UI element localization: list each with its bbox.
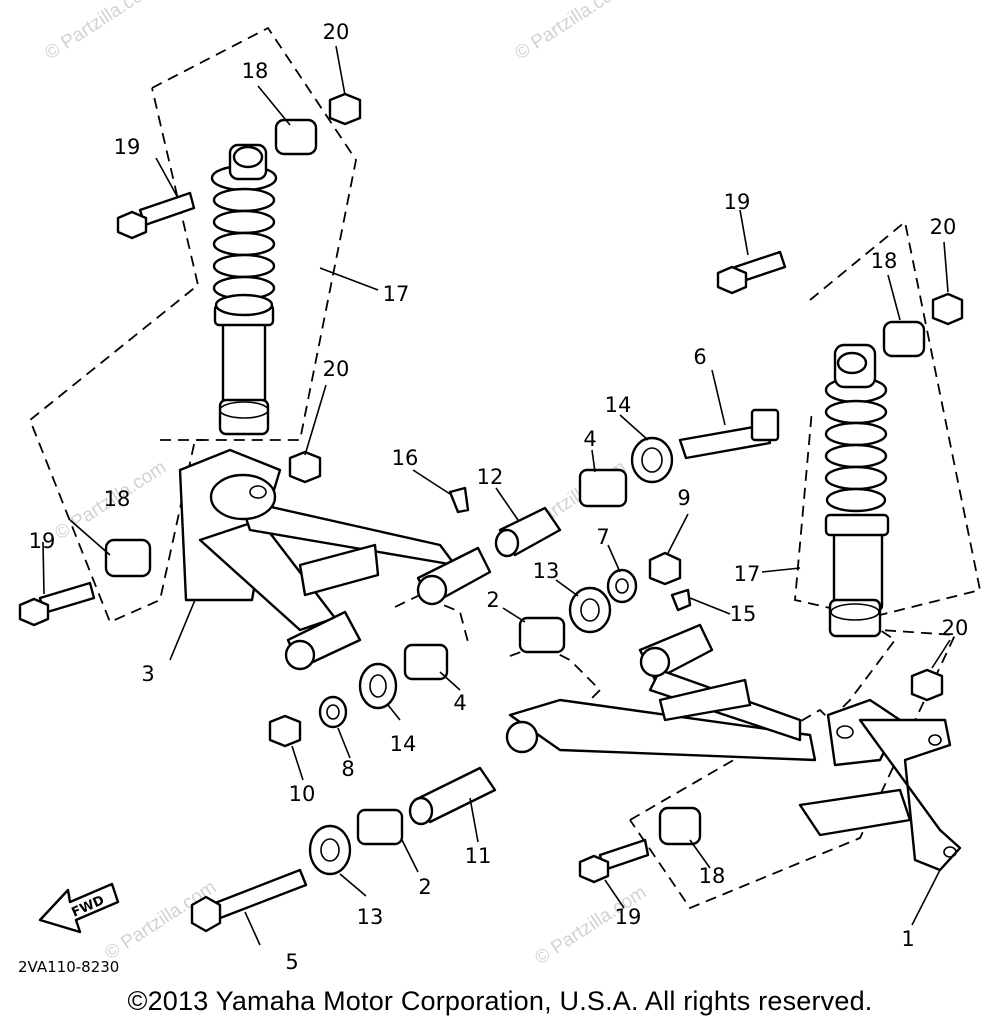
callout-4: 4 (583, 427, 596, 451)
callout-3: 3 (141, 662, 154, 686)
callout-11: 11 (465, 844, 492, 868)
callout-19: 19 (615, 905, 642, 929)
callout-14: 14 (390, 732, 417, 756)
assembly-outlines (28, 26, 982, 910)
right-shock-outline (794, 220, 982, 621)
callout-5: 5 (285, 950, 298, 974)
callout-9: 9 (677, 486, 690, 510)
lower-right-outline (629, 628, 957, 910)
callout-6: 6 (693, 345, 706, 369)
left-shock-absorber (210, 143, 278, 436)
callout-19: 19 (724, 190, 751, 214)
watermark-text: © Partzilla.com (41, 0, 160, 64)
callout-13: 13 (357, 905, 384, 929)
callout-20: 20 (942, 616, 969, 640)
nut-20-top-left (328, 92, 362, 126)
callout-1: 1 (901, 927, 914, 951)
diagram-code: 2VA110-8230 (18, 958, 119, 976)
right-a-arm (505, 623, 962, 872)
leader-lines (42, 45, 951, 946)
callout-19: 19 (114, 135, 141, 159)
callout-12: 12 (477, 465, 504, 489)
callout-13: 13 (533, 559, 560, 583)
callouts: 1 2 2 3 4 4 5 6 7 8 9 10 11 12 13 13 14 … (29, 20, 969, 974)
callout-20: 20 (323, 357, 350, 381)
small-parts (18, 92, 964, 933)
callout-7: 7 (596, 525, 609, 549)
watermark-text: © Partzilla.com (511, 0, 630, 64)
callout-18: 18 (871, 249, 898, 273)
callout-17: 17 (383, 282, 410, 306)
callout-18: 18 (242, 59, 269, 83)
parts-diagram: © Partzilla.com © Partzilla.com © Partzi… (18, 0, 982, 976)
copyright-notice: ©2013 Yamaha Motor Corporation, U.S.A. A… (127, 986, 873, 1016)
callout-14: 14 (605, 393, 632, 417)
callout-20: 20 (930, 215, 957, 239)
bushing-guide-right (509, 644, 602, 701)
callout-10: 10 (289, 782, 316, 806)
left-a-arm (178, 448, 492, 671)
callout-18: 18 (104, 487, 131, 511)
right-shock-absorber (824, 343, 890, 638)
callout-15: 15 (730, 602, 757, 626)
callout-16: 16 (392, 446, 419, 470)
fwd-arrow: FWD (38, 882, 120, 934)
callout-18: 18 (699, 864, 726, 888)
callout-2: 2 (418, 875, 431, 899)
callout-8: 8 (341, 757, 354, 781)
callout-20: 20 (323, 20, 350, 44)
callout-2: 2 (486, 588, 499, 612)
callout-4: 4 (453, 691, 466, 715)
callout-19: 19 (29, 529, 56, 553)
left-shock-outline (28, 26, 357, 624)
callout-17: 17 (734, 562, 761, 586)
